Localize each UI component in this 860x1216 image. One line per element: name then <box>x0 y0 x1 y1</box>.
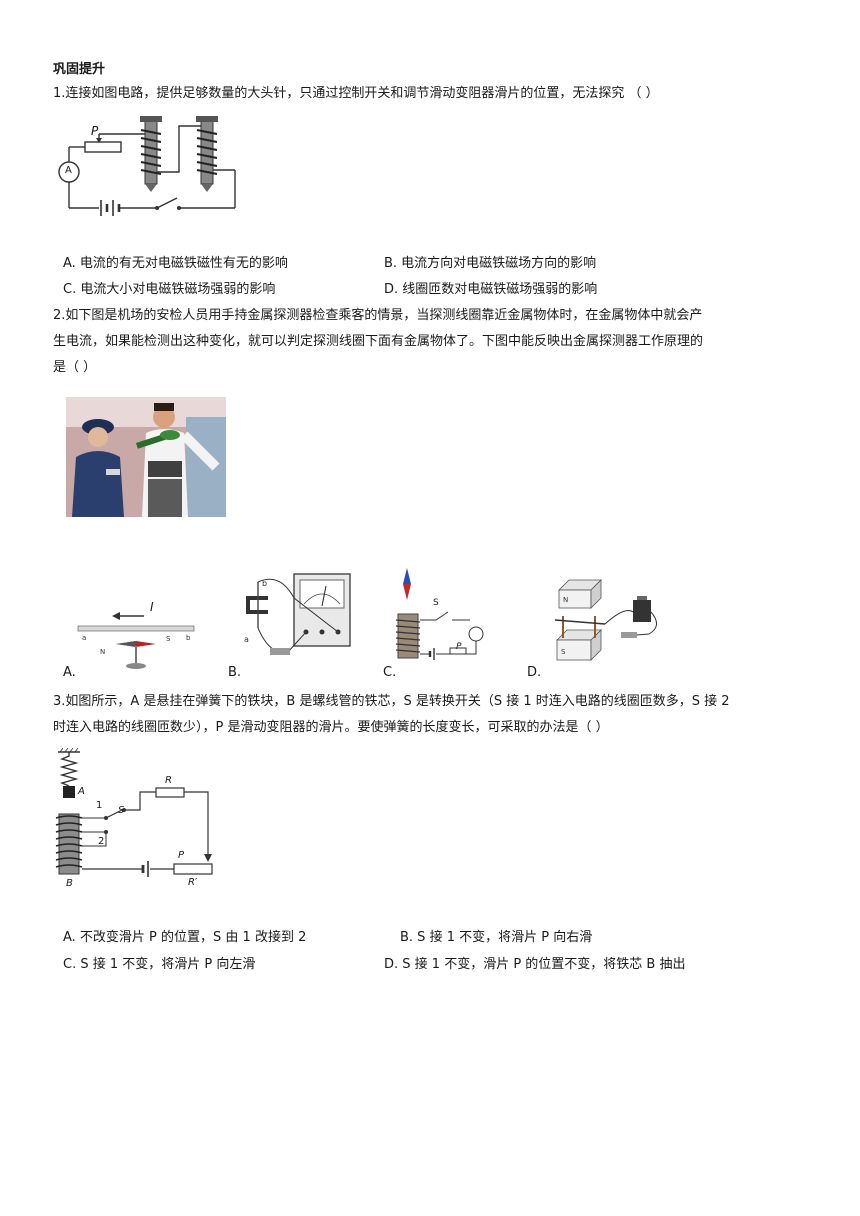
q3-option-a[interactable]: A. 不改变滑片 P 的位置，S 由 1 改接到 2 <box>63 930 307 945</box>
q1-fig-label-a: A <box>65 165 72 176</box>
q1-option-d[interactable]: D. 线圈匝数对电磁铁磁场强弱的影响 <box>384 282 598 297</box>
svg-text:b: b <box>262 579 267 588</box>
q3-fig-label-a: A <box>78 786 85 797</box>
q2-option-a-figure: N S a b <box>77 612 195 669</box>
q1-fig-label-p: P <box>91 124 99 138</box>
q3-fig-label-p: P <box>178 850 185 861</box>
q3-fig-label-b: B <box>66 878 73 889</box>
q2-option-c-figure <box>395 568 484 660</box>
q2-option-d[interactable]: D. <box>527 665 542 680</box>
q3-stem-line1: 3.如图所示，A 是悬挂在弹簧下的铁块，B 是螺线管的铁芯，S 是转换开关（S … <box>53 694 730 709</box>
q2-option-b[interactable]: B. <box>228 665 242 680</box>
svg-text:a: a <box>82 634 86 642</box>
svg-text:N: N <box>100 648 105 656</box>
q2-option-c[interactable]: C. <box>383 665 397 680</box>
q3-fig-label-one: 1 <box>96 800 103 811</box>
q2-option-d-figure: N S <box>554 579 657 661</box>
q1-option-c[interactable]: C. 电流大小对电磁铁磁场强弱的影响 <box>63 282 276 297</box>
q3-fig-label-s: S <box>118 805 125 816</box>
q2-fig-a-current-label: I <box>150 600 154 614</box>
q3-option-d[interactable]: D. S 接 1 不变，滑片 P 的位置不变，将铁芯 B 抽出 <box>384 957 686 972</box>
q2-option-b-figure: b a <box>244 573 351 655</box>
q3-circuit-figure <box>55 748 213 877</box>
q2-stem-line3: 是（ ） <box>53 360 97 375</box>
svg-text:b: b <box>186 634 191 642</box>
q3-stem-line2: 时连入电路的线圈匝数少），P 是滑动变阻器的滑片。要使弹簧的长度变长，可采取的办… <box>53 720 609 735</box>
section-title: 巩固提升 <box>53 62 106 77</box>
q3-option-b[interactable]: B. S 接 1 不变，将滑片 P 向右滑 <box>400 930 593 945</box>
q2-fig-c-slider-label: P <box>456 642 462 652</box>
q1-option-b[interactable]: B. 电流方向对电磁铁磁场方向的影响 <box>384 256 597 271</box>
svg-text:a: a <box>244 635 249 644</box>
svg-text:N: N <box>563 596 568 604</box>
q1-circuit-figure <box>58 116 236 216</box>
q3-fig-label-two: 2 <box>98 836 105 847</box>
q3-fig-label-r: R <box>165 775 172 786</box>
q1-stem: 1.连接如图电路，提供足够数量的大头针，只通过控制开关和调节滑动变阻器滑片的位置… <box>53 86 659 101</box>
q2-stem-line1: 2.如下图是机场的安检人员用手持金属探测器检查乘客的情景，当探测线圈靠近金属物体… <box>53 308 703 323</box>
q2-security-check-photo <box>66 397 226 517</box>
svg-text:S: S <box>561 648 566 656</box>
q2-stem-line2: 生电流，如果能检测出这种变化，就可以判定探测线圈下面有金属物体了。下图中能反映出… <box>53 334 704 349</box>
q2-option-a[interactable]: A. <box>63 665 76 680</box>
svg-text:S: S <box>166 635 171 643</box>
q1-option-a[interactable]: A. 电流的有无对电磁铁磁性有无的影响 <box>63 256 288 271</box>
q3-option-c[interactable]: C. S 接 1 不变，将滑片 P 向左滑 <box>63 957 256 972</box>
q2-fig-c-switch-label: S <box>433 598 439 608</box>
q3-fig-label-r-prime: R′ <box>188 877 198 888</box>
